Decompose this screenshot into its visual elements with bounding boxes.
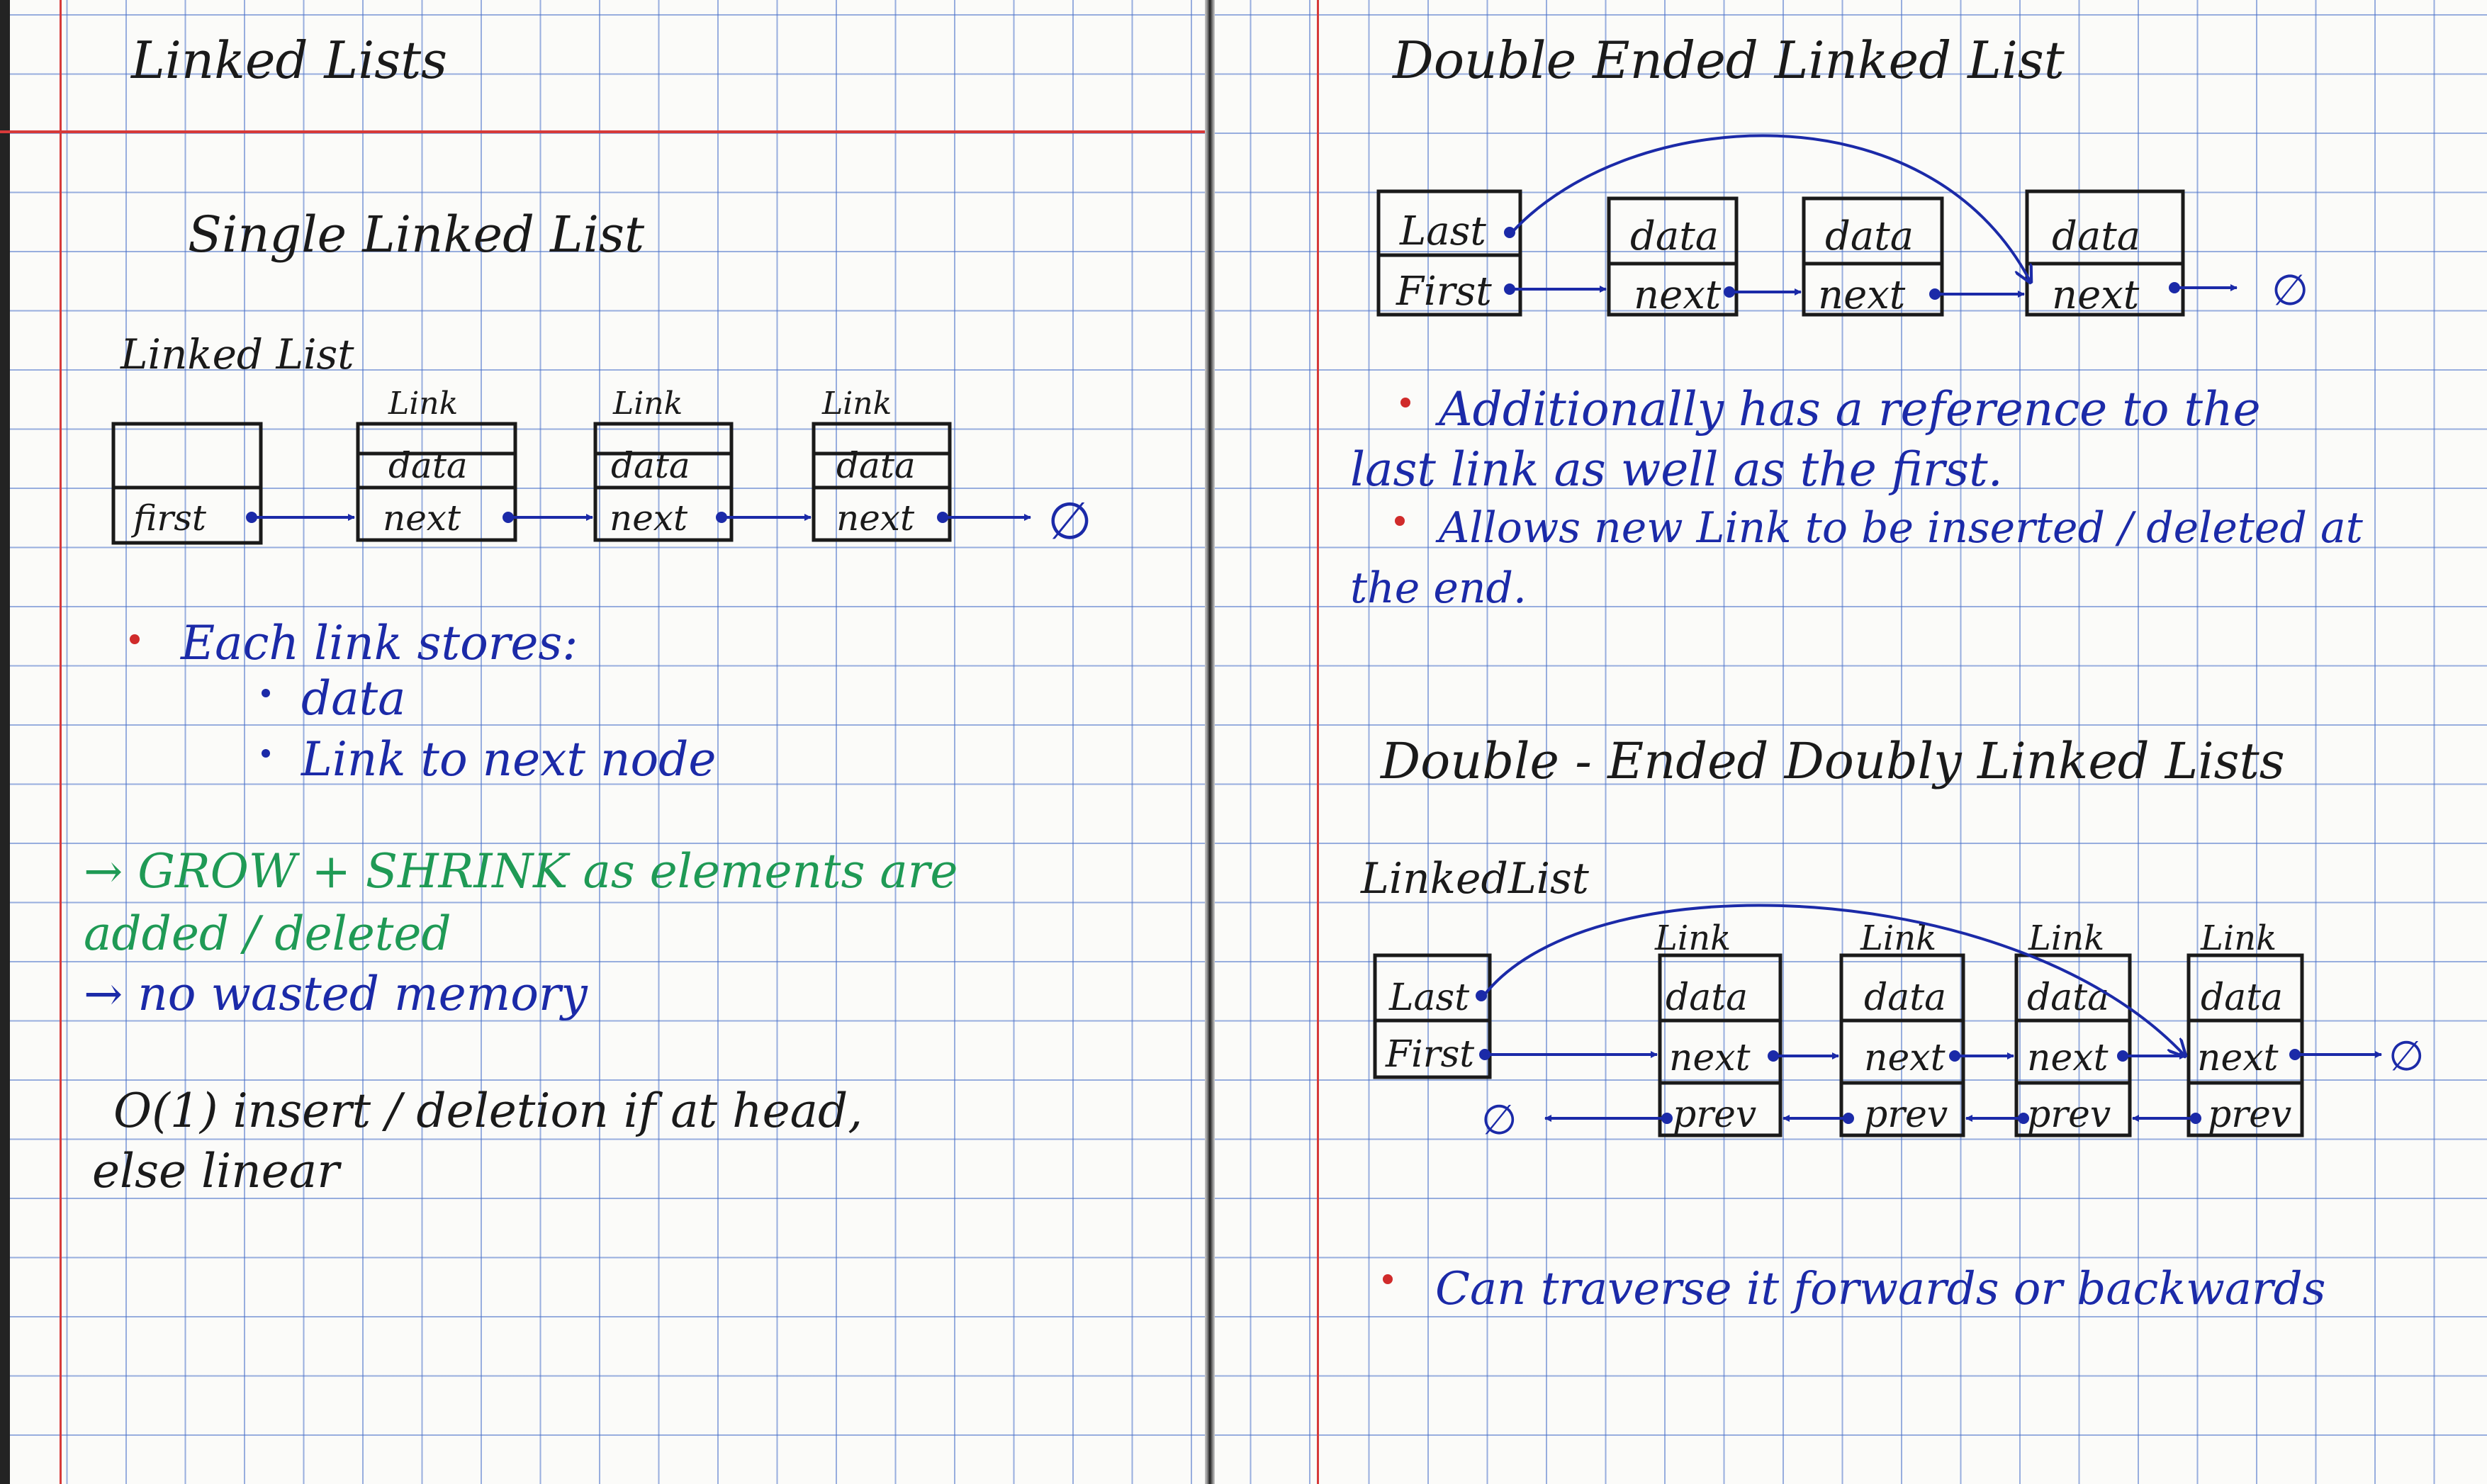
dd-link-label-1: Link — [1654, 918, 1731, 958]
de-bullet-2-line-2: the end. — [1350, 563, 1527, 613]
sub-bullet-data: data — [301, 671, 405, 726]
de-bullet-1-line-2: last link as well as the first. — [1350, 442, 2003, 497]
next-label-3: next — [836, 498, 915, 539]
de-title: Double Ended Linked List — [1391, 30, 2065, 90]
no-wasted-memory-note: → no wasted memory — [84, 967, 588, 1021]
complexity-line-1: O(1) insert / deletion if at head, — [113, 1084, 863, 1138]
added-deleted-note: added / deleted — [84, 906, 451, 961]
dd-next-label-1: next — [1669, 1037, 1751, 1079]
dd-head-box — [1373, 953, 1492, 1079]
grow-shrink-note: → GROW + SHRINK as elements are — [84, 844, 958, 899]
first-label: first — [130, 498, 207, 539]
dd-prev-label-2: prev — [1864, 1094, 1948, 1136]
de-last-label: Last — [1399, 208, 1486, 254]
dd-next-label-4: next — [2197, 1037, 2279, 1079]
double-ended-diagram — [1376, 189, 2185, 317]
de-next-label-3: next — [2052, 272, 2140, 318]
null-symbol: ∅ — [1048, 491, 1092, 551]
dd-link-node-1 — [1658, 953, 1783, 1137]
page-edge — [0, 0, 10, 1484]
dd-null-right: ∅ — [2388, 1032, 2425, 1080]
link-label-1: Link — [388, 386, 458, 422]
data-label-1: data — [388, 445, 468, 486]
sub-bullet-dot — [262, 689, 270, 697]
right-page-margin-line — [1317, 0, 1319, 1484]
bullet-dot — [1400, 398, 1410, 407]
link-label-2: Link — [612, 386, 683, 422]
dd-link-label-3: Link — [2028, 918, 2104, 958]
dd-link-label-2: Link — [1860, 918, 1936, 958]
bullet-dot — [1383, 1274, 1393, 1284]
bullet-dot — [130, 634, 140, 644]
notebook-spine — [1205, 0, 1215, 1484]
link-node-1 — [356, 422, 517, 542]
dd-bullet-traverse: Can traverse it forwards or backwards — [1435, 1263, 2325, 1315]
data-label-2: data — [611, 445, 690, 486]
de-data-label-1: data — [1630, 213, 1719, 259]
de-link-node-1 — [1607, 196, 1739, 317]
head-box — [111, 422, 263, 545]
dd-link-label-4: Link — [2200, 918, 2277, 958]
bullet-each-link-stores: Each link stores: — [180, 616, 578, 670]
dd-next-label-3: next — [2027, 1037, 2109, 1079]
dd-first-label: First — [1385, 1033, 1474, 1076]
doubly-linked-diagram — [1373, 953, 2304, 1137]
dd-data-label-1: data — [1666, 977, 1748, 1019]
link-node-2 — [593, 422, 734, 542]
dd-link-node-4 — [2186, 953, 2304, 1137]
section-heading-single: Single Linked List — [188, 206, 645, 264]
de-bullet-1-line-1: Additionally has a reference to the — [1435, 382, 2261, 437]
dd-last-pointer-arrow — [1483, 904, 2185, 1056]
last-pointer-arrow — [1512, 134, 2031, 282]
bullet-dot — [1395, 516, 1405, 526]
de-head-box — [1376, 189, 1522, 317]
dd-null-left: ∅ — [1481, 1096, 1517, 1144]
single-linked-list-diagram — [111, 422, 952, 545]
left-margin-line — [60, 0, 62, 1484]
sub-bullet-link-to-next: Link to next node — [301, 732, 717, 787]
de-null-symbol: ∅ — [2272, 266, 2308, 315]
sub-bullet-dot — [262, 749, 270, 758]
dd-caption: LinkedList — [1360, 854, 1590, 904]
dd-prev-label-4: prev — [2208, 1094, 2291, 1136]
de-data-label-2: data — [1825, 213, 1914, 259]
link-node-3 — [812, 422, 952, 542]
dd-last-label: Last — [1388, 977, 1469, 1019]
de-first-label: First — [1396, 269, 1492, 315]
top-margin-line — [0, 130, 1205, 133]
dd-next-label-2: next — [1864, 1037, 1946, 1079]
link-label-3: Link — [821, 386, 892, 422]
linked-list-caption: Linked List — [120, 330, 354, 378]
de-link-node-2 — [1802, 196, 1944, 317]
de-link-node-3 — [2025, 189, 2185, 317]
next-label-1: next — [383, 498, 461, 539]
dd-data-label-4: data — [2201, 977, 2283, 1019]
de-next-label-2: next — [1818, 272, 1906, 318]
next-label-2: next — [610, 498, 688, 539]
dd-link-node-2 — [1839, 953, 1965, 1137]
de-data-label-3: data — [2052, 213, 2140, 259]
dd-data-label-3: data — [2027, 977, 2109, 1019]
de-next-label-1: next — [1634, 272, 1722, 318]
data-label-3: data — [836, 445, 916, 486]
dd-link-node-3 — [2014, 953, 2132, 1137]
dd-prev-label-3: prev — [2027, 1094, 2111, 1136]
page-title: Linked Lists — [130, 30, 447, 90]
complexity-line-2: else linear — [92, 1144, 342, 1198]
dd-prev-label-1: prev — [1673, 1094, 1756, 1136]
dd-data-label-2: data — [1864, 977, 1946, 1019]
de-bullet-2-line-1: Allows new Link to be inserted / deleted… — [1435, 503, 2364, 553]
dd-title: Double - Ended Doubly Linked Lists — [1379, 732, 2285, 790]
